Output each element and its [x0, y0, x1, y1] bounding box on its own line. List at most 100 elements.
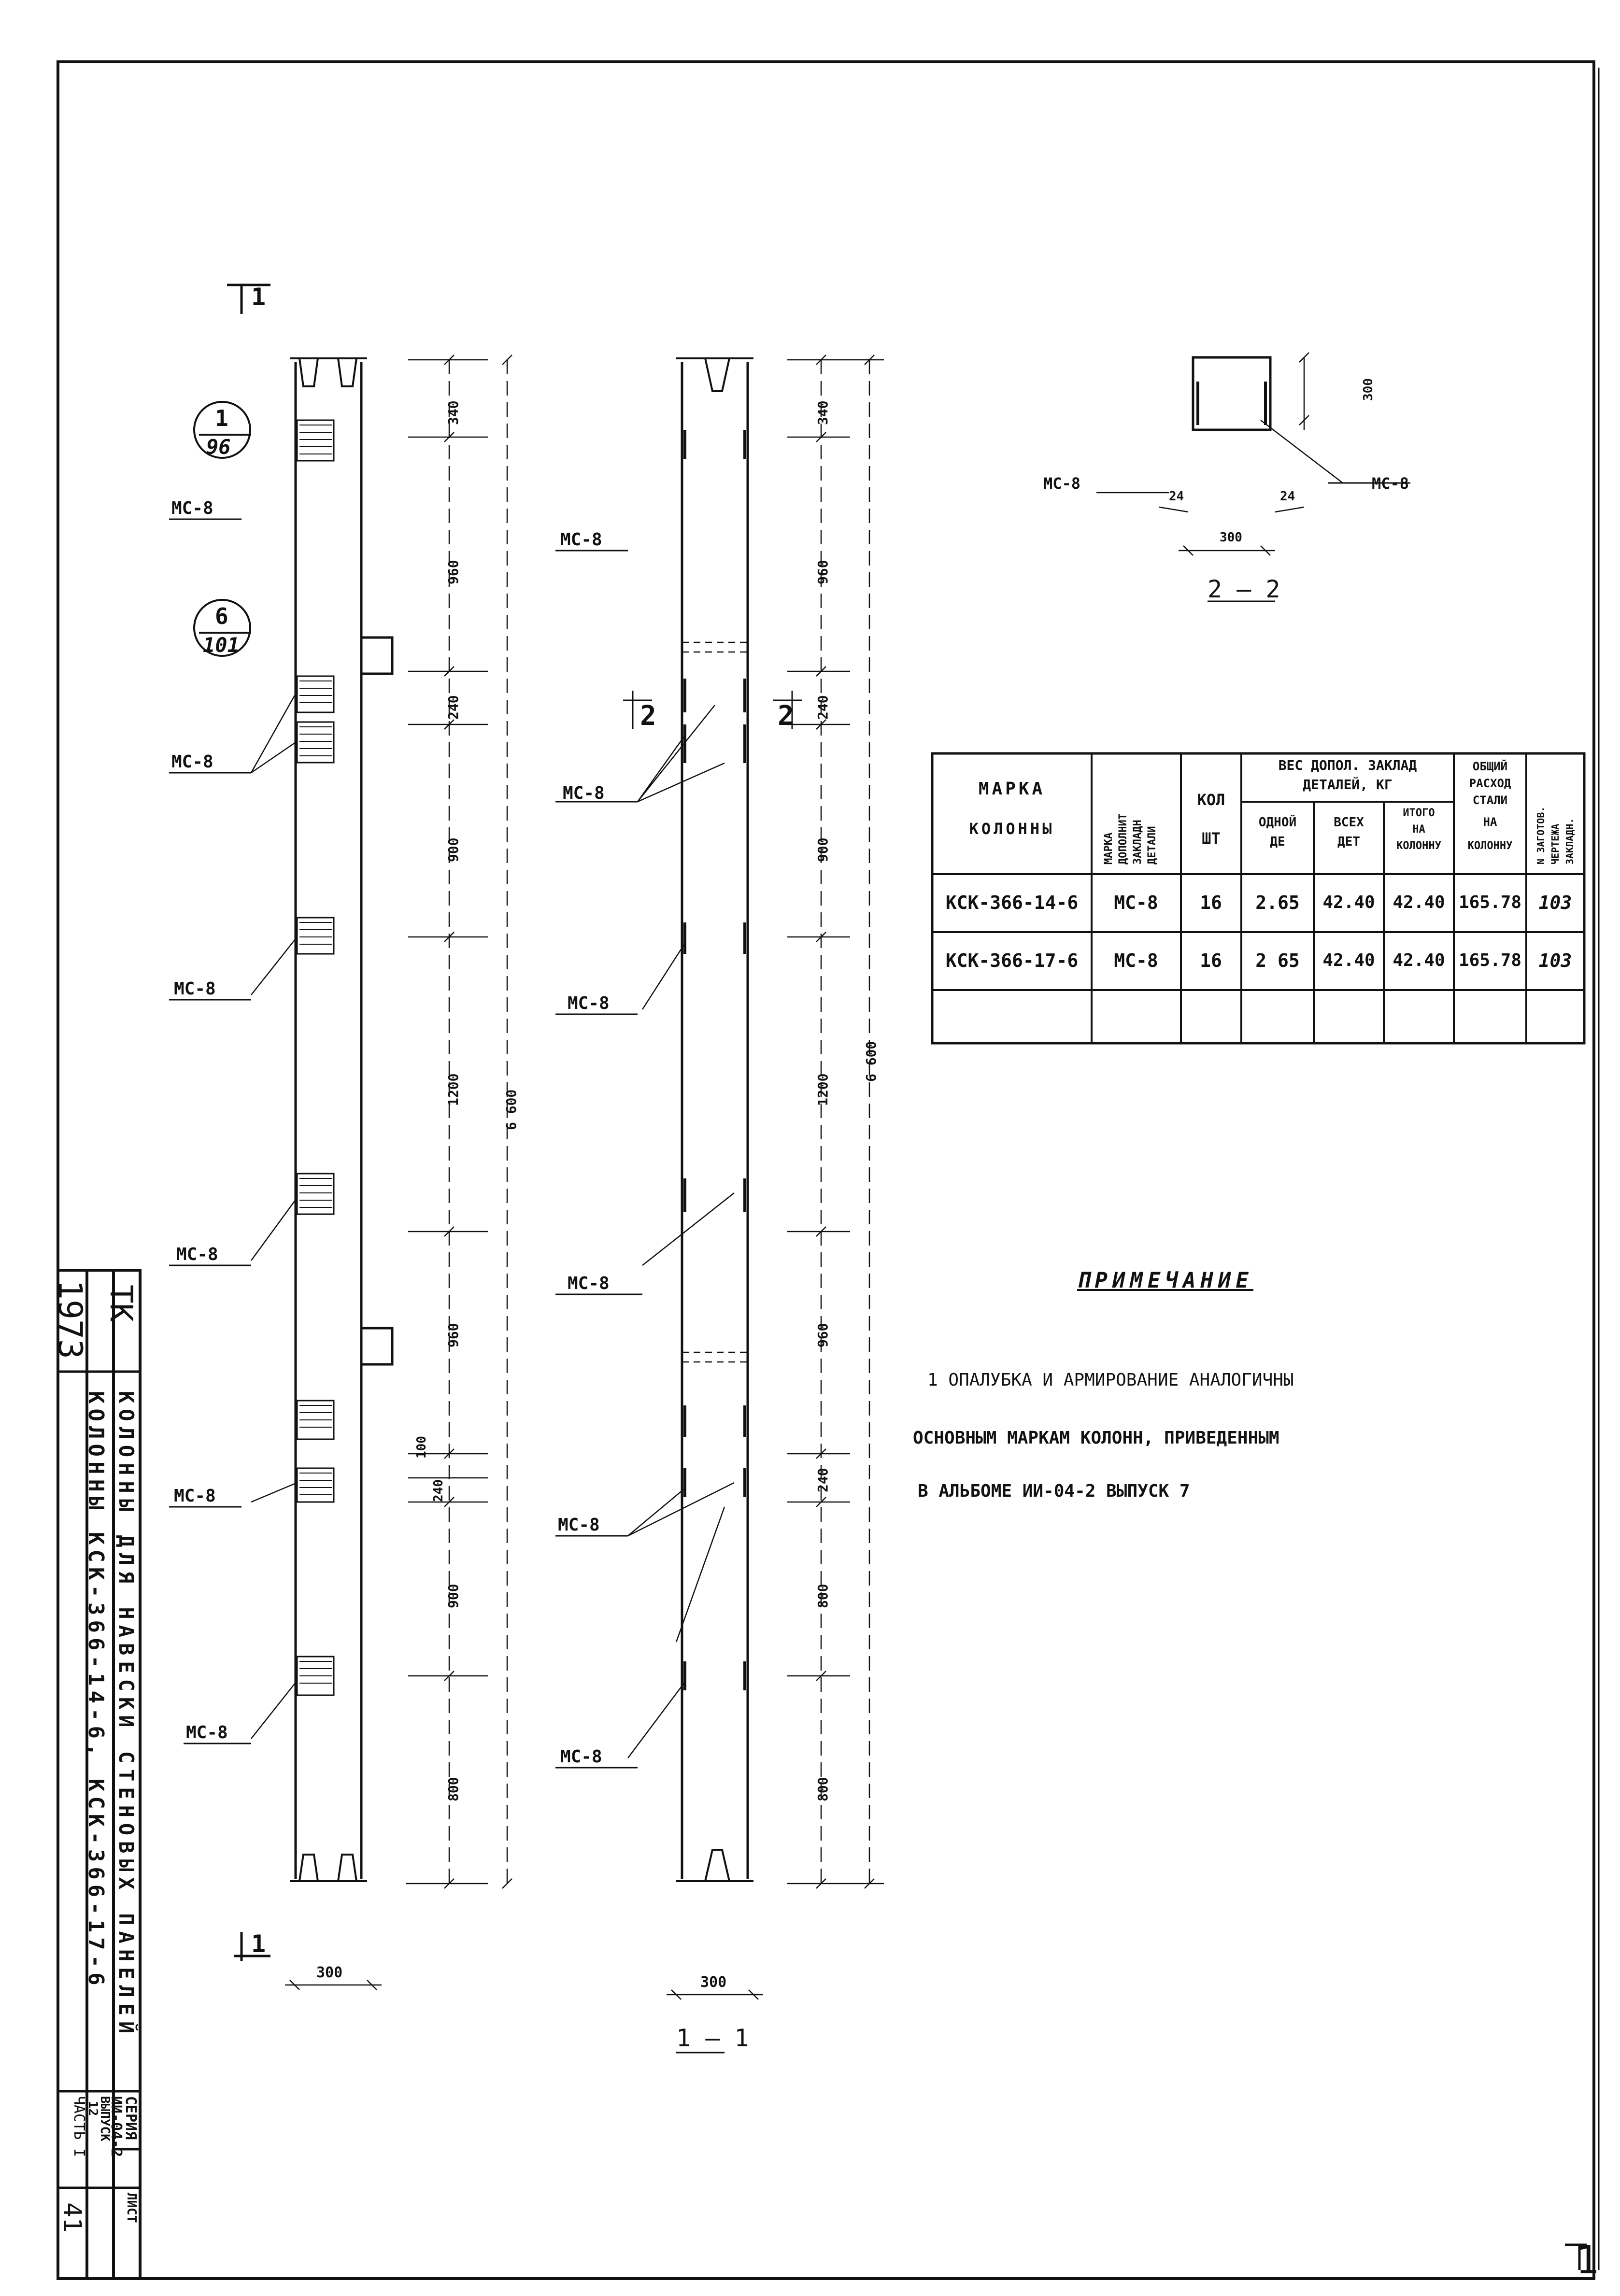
dim-left-overall: 6 600 [503, 1089, 519, 1130]
dim-left-800: 800 [445, 1777, 461, 1801]
dim-left-1200: 1200 [445, 1073, 461, 1106]
corner-mark-stroke [1565, 2243, 1587, 2270]
td-r2-c5: 42.40 [1322, 950, 1375, 970]
section-2-2-title: 2 — 2 [1208, 575, 1280, 603]
dim-right-960: 960 [815, 560, 831, 584]
dim-left-960: 960 [445, 560, 461, 584]
column-left-elevation [169, 357, 394, 1882]
section-1-1-title: 1 — 1 [676, 2024, 749, 2052]
title-part: ЧАСТЬ I [71, 2096, 87, 2157]
callout-1-den: 96 [206, 435, 231, 459]
note-line-3: В АЛЬБОМЕ ИИ-04-2 ВЫПУСК 7 [918, 1481, 1190, 1501]
th-sub2-2: ДЕТ [1337, 835, 1360, 849]
th-group-1: ВЕС ДОПОЛ. ЗАКЛАД [1278, 757, 1417, 773]
title-block-frame [58, 1269, 142, 2279]
dim-left-100: 100 [414, 1436, 429, 1459]
td-r1-c4: 2.65 [1255, 892, 1300, 913]
embedded-plates-left [296, 419, 335, 1696]
dim-right-width: 300 [700, 1974, 727, 1991]
dim-left-960b: 960 [445, 1323, 461, 1347]
label-ms8-left-2: МС-8 [171, 752, 213, 772]
title-line-1: КОЛОННЫ ДЛЯ НАВЕСКИ СТЕНОВЫХ ПАНЕЛЕЙ [114, 1391, 138, 2040]
td-r1-c6: 42.40 [1393, 893, 1445, 912]
td-r2-c6: 42.40 [1393, 950, 1445, 970]
column-right-section [555, 357, 802, 1882]
label-ms8-right-5: МС-8 [558, 1515, 600, 1535]
dim-right-overall: 6 600 [863, 1041, 879, 1082]
section-cut-marks [227, 283, 270, 1961]
dim-left-240b: 240 [431, 1479, 446, 1502]
dim-right-1200: 1200 [815, 1073, 831, 1106]
note-title: ПРИМЕЧАНИЕ [1077, 1268, 1253, 1293]
th-total-2: РАСХОД [1469, 777, 1511, 790]
th-qty-2: ШТ [1202, 829, 1221, 848]
section-mark-2-left: 2 [640, 700, 656, 732]
th-total-4: НА [1483, 815, 1497, 829]
width-dims [285, 1980, 763, 2054]
th-dop-2: ДОПОЛНИТ [1117, 813, 1129, 865]
title-line-2: КОЛОННЫ КСК-366-14-6, КСК-366-17-6 [84, 1391, 108, 1990]
s22-width: 300 [1220, 530, 1242, 545]
s22-label-right: МС-8 [1372, 474, 1409, 493]
th-group-2: ДЕТАЛЕЙ, КГ [1303, 777, 1393, 793]
dimension-chain-right [787, 354, 884, 1889]
td-r2-c7: 165.78 [1458, 950, 1522, 970]
title-sheet-label: ЛИСТ [124, 2193, 139, 2223]
label-ms8-right-1: МС-8 [560, 530, 602, 550]
th-dop-1: МАРКА [1103, 832, 1115, 865]
callout-1-num: 1 [215, 405, 228, 431]
title-series-label: СЕРИЯ [122, 2096, 139, 2140]
td-r2-c2: МС-8 [1114, 950, 1158, 971]
section-mark-top: 1 [251, 283, 266, 311]
section-mark-bottom: 1 [251, 1930, 266, 1958]
th-total-1: ОБЩИЙ [1472, 760, 1508, 773]
td-r1-c8: 103 [1538, 892, 1572, 913]
label-ms8-right-6: МС-8 [560, 1747, 602, 1767]
th-sub3-1: ИТОГО [1403, 807, 1435, 819]
dimension-chain-left [406, 354, 512, 1889]
th-sub2-1: ВСЕХ [1334, 815, 1364, 830]
th-sub1-1: ОДНОЙ [1258, 815, 1297, 830]
data-table-grid [931, 752, 1586, 1045]
th-qty-1: КОЛ [1197, 791, 1225, 809]
th-sub3-3: КОЛОННУ [1396, 840, 1441, 852]
section-2-2-drawing [1096, 352, 1410, 602]
dim-left-240: 240 [445, 695, 461, 720]
title-issue-label: ВЫПУСК [98, 2096, 112, 2141]
td-r1-c7: 165.78 [1458, 893, 1522, 912]
td-r2-c1: КСК-366-17-6 [945, 950, 1079, 971]
note-line-1: 1 ОПАЛУБКА И АРМИРОВАНИЕ АНАЛОГИЧНЫ [927, 1370, 1294, 1390]
th-total-3: СТАЛИ [1472, 794, 1508, 807]
label-ms8-left-4: МС-8 [176, 1245, 218, 1264]
label-ms8-left-1: МС-8 [171, 498, 213, 518]
th-dop-4: ДЕТАЛИ [1146, 826, 1158, 865]
label-ms8-right-4: МС-8 [568, 1274, 610, 1293]
td-r1-c1: КСК-366-14-6 [945, 892, 1079, 913]
th-sub1-2: ДЕ [1270, 835, 1285, 849]
th-sub3-2: НА [1412, 823, 1425, 836]
td-r1-c5: 42.40 [1322, 893, 1375, 912]
s22-edge-left: 24 [1169, 489, 1184, 504]
title-tk: ТК [103, 1285, 139, 1322]
s22-edge-right: 24 [1280, 489, 1295, 504]
label-ms8-left-3: МС-8 [174, 979, 216, 999]
dim-left-width: 300 [316, 1964, 343, 1981]
dim-right-240b: 240 [815, 1468, 831, 1492]
th-drw-1: N ЗАГОТОВ. [1535, 806, 1547, 865]
td-r2-c8: 103 [1538, 950, 1572, 971]
label-ms8-left-6: МС-8 [186, 1723, 228, 1743]
title-year: 1973 [51, 1280, 89, 1359]
s22-height: 300 [1361, 378, 1376, 401]
dim-right-240: 240 [815, 695, 831, 720]
td-r1-c2: МС-8 [1114, 892, 1158, 913]
dim-left-900: 900 [445, 837, 461, 862]
section-mark-2-right: 2 [778, 700, 794, 732]
td-r2-c3: 16 [1200, 950, 1222, 971]
title-issue: 12 [85, 2101, 100, 2116]
callout-2-num: 6 [215, 603, 228, 629]
th-mark-col-1: МАРКА [978, 779, 1046, 799]
th-total-5: КОЛОННУ [1467, 840, 1513, 852]
dim-left-900b: 900 [445, 1584, 461, 1608]
